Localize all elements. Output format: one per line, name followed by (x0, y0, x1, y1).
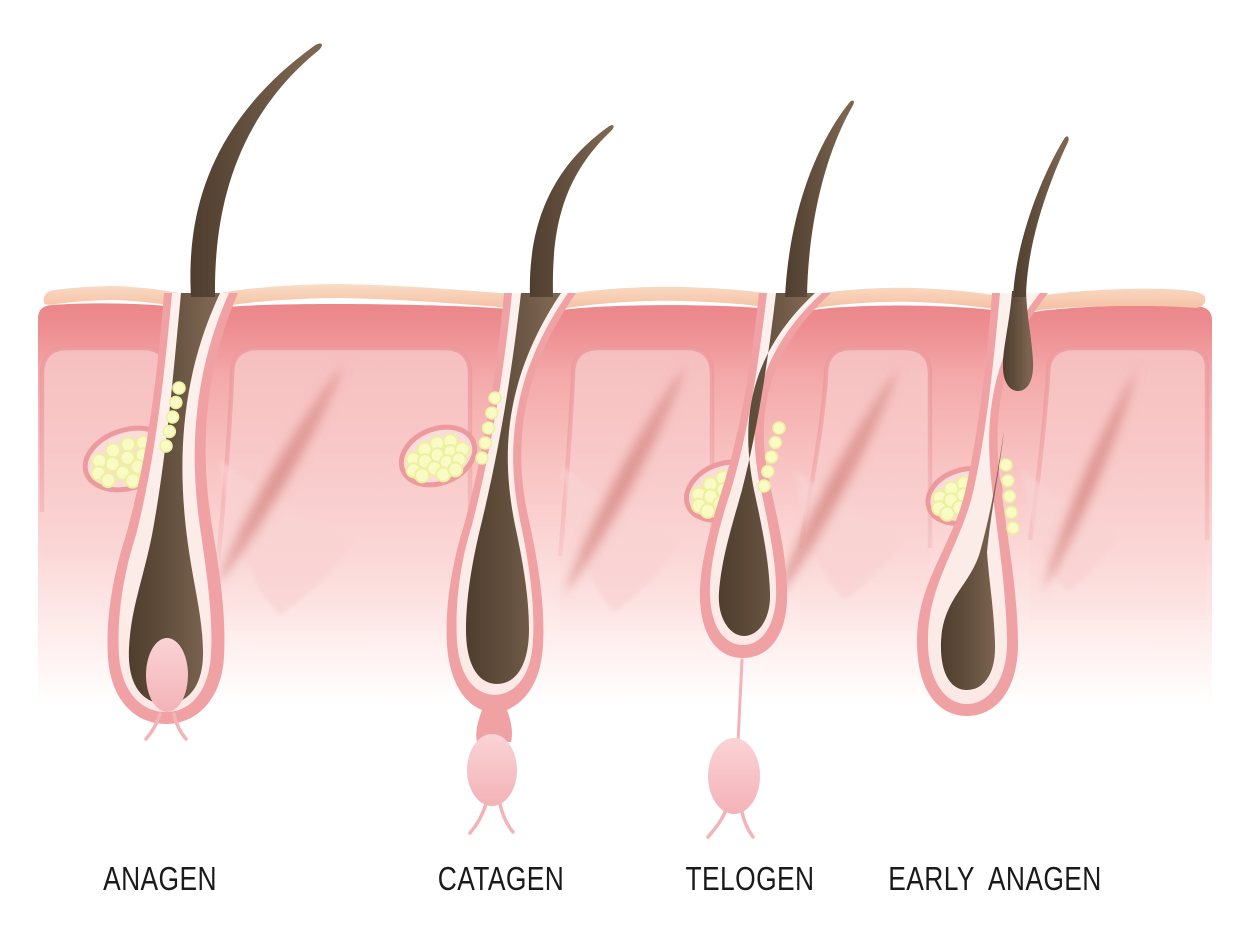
sebaceous-cell (1004, 505, 1019, 520)
sebaceous-cell (105, 442, 122, 459)
papilla-strand (736, 658, 744, 744)
club-hair (718, 293, 815, 636)
sebaceous-cell (1006, 521, 1020, 535)
new-hair-shaft (940, 430, 1004, 690)
telogen-hair (785, 100, 854, 297)
arrector-pili-muscle (1037, 360, 1143, 600)
arrector-pili-muscle (557, 356, 693, 604)
sebaceous-cell (1000, 473, 1015, 488)
anagen-hair (190, 43, 322, 298)
anagen-label: ANAGEN (103, 861, 217, 897)
sebaceous-cell (760, 464, 775, 479)
sebaceous-cell (764, 450, 779, 464)
sebaceous-cell (484, 406, 499, 420)
catagen-label: CATAGEN (438, 861, 564, 897)
sebaceous-cell (939, 505, 956, 522)
sebaceous-cell (481, 421, 496, 435)
sebaceous-cell (165, 410, 180, 424)
sebaceous-cell (100, 472, 117, 489)
sebaceous-cell (699, 502, 716, 519)
sebaceous-cell (120, 436, 137, 453)
sebaceous-cell (757, 479, 771, 493)
sebaceous-duct (757, 421, 786, 493)
early-anagen-label: EARLY ANAGEN (888, 861, 1101, 897)
catagen-follicle (446, 293, 576, 835)
sebaceous-cell (159, 439, 173, 453)
sebaceous-cell (124, 472, 141, 489)
early-anagen-follicle (916, 291, 1048, 716)
dermal-papilla (467, 734, 517, 806)
arrector-pili-muscle (765, 358, 905, 618)
dermal-papilla (146, 638, 188, 712)
sebaceous-duct (999, 458, 1020, 535)
arrector-pili-muscles (209, 355, 1143, 618)
sebaceous-cell (447, 461, 464, 478)
sebaceous-cell (772, 421, 786, 435)
sebaceous-cell (162, 424, 177, 439)
telogen-label: TELOGEN (686, 861, 815, 897)
sebaceous-cell (475, 451, 489, 465)
club-hair (466, 293, 561, 684)
sebaceous-duct (159, 381, 186, 453)
hair-root-fork (144, 712, 188, 741)
epidermis-layer (43, 284, 1206, 313)
funnel (562, 465, 680, 612)
anagen-follicle (107, 293, 238, 741)
dermal-papilla (708, 738, 760, 814)
sebaceous-cell (414, 467, 431, 484)
old-club-hair (1002, 291, 1034, 391)
sebaceous-gland-ducts (159, 381, 1020, 535)
sebaceous-cell (169, 395, 183, 410)
sebaceous-cell (119, 449, 136, 466)
arrector-pili-muscle (209, 355, 351, 595)
sebaceous-cell (1002, 489, 1017, 504)
tissue-block-border (797, 345, 933, 549)
hair-shaft (128, 293, 220, 704)
stage-labels: ANAGEN CATAGEN TELOGEN EARLY ANAGEN (103, 861, 1101, 897)
sebaceous-gland (398, 424, 478, 488)
sebaceous-cell (478, 436, 493, 450)
tissue-block (1030, 348, 1207, 620)
catagen-hair (529, 125, 614, 297)
sebaceous-cell (768, 435, 783, 450)
sebaceous-cell (999, 458, 1013, 472)
tissue-block-border (1027, 345, 1210, 541)
papilla-fork (468, 802, 515, 835)
papilla-fork (706, 808, 755, 839)
hairs-above-skin (190, 43, 1069, 298)
sebaceous-duct (475, 391, 502, 465)
sebaceous-cell (488, 391, 502, 405)
sebaceous-cell (172, 381, 186, 395)
early-anagen-hair (1013, 136, 1069, 297)
sebaceous-cell (104, 456, 121, 472)
